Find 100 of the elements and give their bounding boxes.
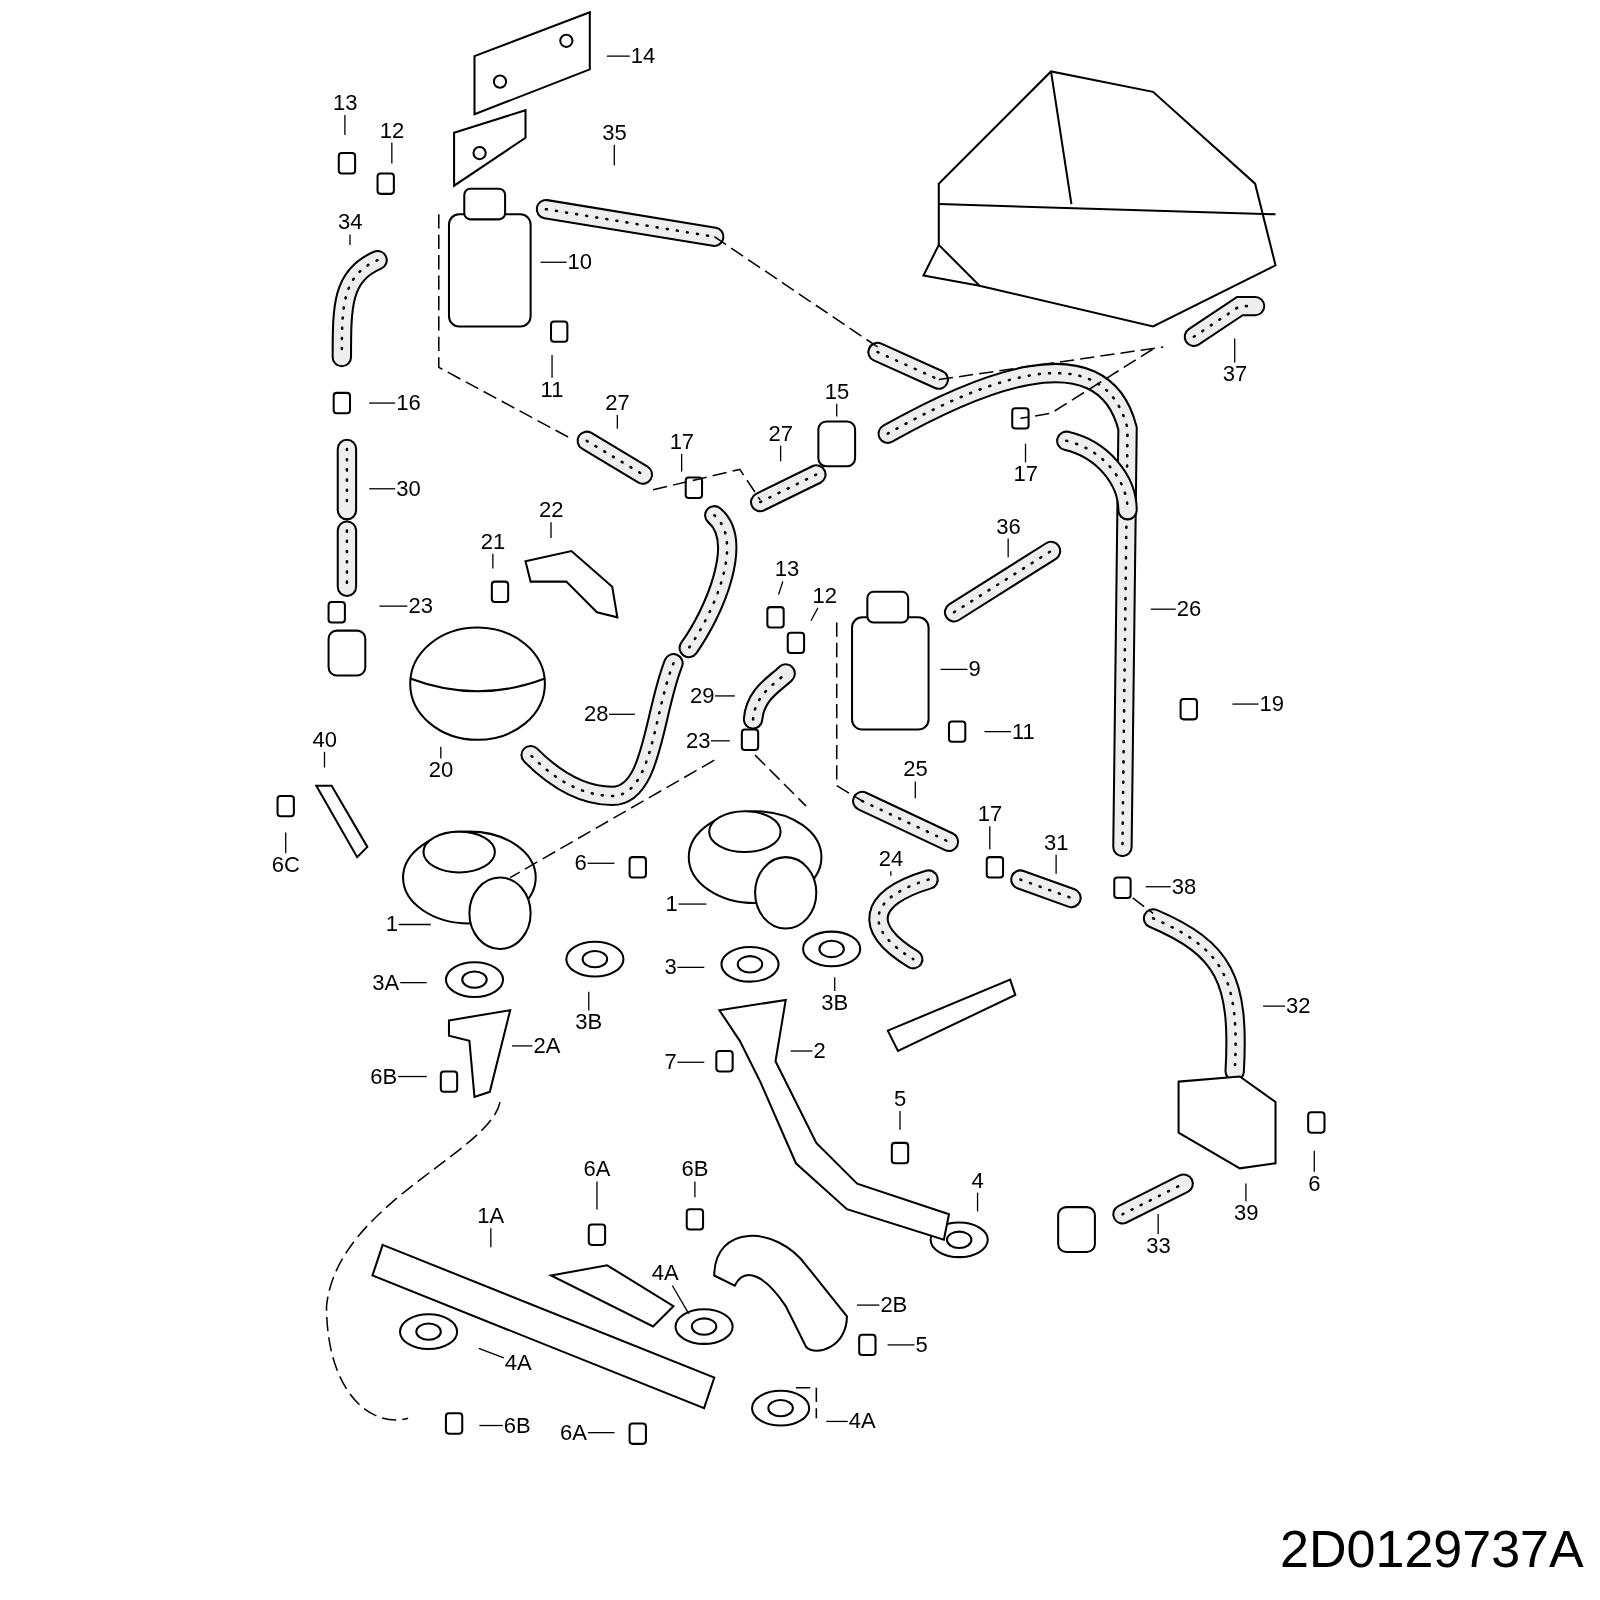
- callout-number: 28: [582, 702, 610, 727]
- leader-line: [939, 668, 969, 671]
- callout-number: 3B: [820, 991, 850, 1016]
- leader-line: [681, 453, 683, 473]
- leader-line: [983, 731, 1012, 733]
- leader-line: [391, 141, 393, 165]
- callout-number: 12: [811, 583, 838, 608]
- leader-line: [378, 605, 409, 607]
- callout-number: 4: [970, 1168, 985, 1193]
- callout-number: 3A: [371, 970, 401, 995]
- leader-line: [613, 144, 615, 167]
- callout-number: 17: [1012, 462, 1039, 487]
- leader-line: [677, 903, 707, 905]
- callout-number: 38: [1170, 874, 1198, 899]
- leader-line: [836, 403, 838, 418]
- callout-number: 32: [1284, 994, 1312, 1019]
- leader-line: [856, 1304, 881, 1306]
- leader-line: [397, 1075, 428, 1078]
- leader-line: [1262, 1005, 1286, 1007]
- leader-line: [368, 402, 396, 404]
- leader-line: [587, 1432, 616, 1434]
- leader-line: [285, 831, 287, 854]
- callout-number: 4A: [847, 1409, 877, 1434]
- callout-number: 31: [1043, 830, 1070, 855]
- leader-line: [676, 966, 705, 968]
- leader-line: [694, 1180, 696, 1198]
- leader-line: [825, 1420, 849, 1423]
- leader-line: [1234, 337, 1236, 364]
- callout-number: 4A: [650, 1261, 680, 1286]
- leader-line: [1024, 443, 1027, 464]
- callout-number: 6B: [369, 1064, 399, 1089]
- callout-number: 9: [967, 657, 982, 682]
- leader-line: [539, 261, 568, 263]
- callout-number: 1: [384, 912, 400, 937]
- leader-line: [1007, 537, 1009, 558]
- callout-number: 2B: [879, 1293, 909, 1318]
- leader-line: [777, 580, 784, 596]
- leader-line: [606, 55, 631, 57]
- callout-number: 30: [395, 476, 422, 501]
- callout-number: 15: [823, 379, 851, 404]
- callout-number: 10: [566, 250, 594, 275]
- callout-number: 5: [914, 1332, 929, 1357]
- callout-number: 6C: [270, 853, 301, 878]
- leader-line: [1145, 886, 1172, 888]
- callout-number: 16: [395, 391, 422, 416]
- leader-line: [886, 1344, 916, 1346]
- leader-line: [976, 1191, 979, 1213]
- callout-number: 34: [337, 210, 364, 235]
- callout-number: 27: [767, 421, 795, 446]
- leader-line: [349, 233, 351, 246]
- leader-line: [810, 607, 819, 622]
- callout-number: 23: [684, 728, 712, 753]
- callout-number: 39: [1232, 1201, 1260, 1226]
- leader-line: [1150, 608, 1177, 610]
- leader-line: [899, 1110, 901, 1131]
- callout-number: 13: [331, 91, 359, 116]
- callout-number: 22: [538, 498, 565, 523]
- leader-line: [714, 695, 736, 697]
- leader-line: [671, 1284, 690, 1315]
- callout-number: 3: [663, 955, 678, 980]
- leader-line: [368, 488, 396, 490]
- leader-line: [398, 923, 432, 926]
- leader-line: [550, 521, 552, 539]
- leader-line: [1313, 1150, 1315, 1173]
- leader-line: [596, 1180, 598, 1211]
- callout-number: 6: [1307, 1171, 1322, 1196]
- leader-line: [478, 1347, 505, 1359]
- callout-number: 24: [877, 847, 905, 872]
- leader-line: [789, 1050, 814, 1052]
- callout-number: 6A: [582, 1157, 612, 1182]
- callout-number: 23: [407, 594, 434, 619]
- callout-number: 11: [1010, 719, 1036, 744]
- leader-line: [344, 114, 346, 136]
- callout-number: 6: [573, 851, 588, 876]
- callout-number: 4A: [503, 1351, 533, 1376]
- callout-number: 6B: [502, 1413, 532, 1438]
- callout-number: 29: [689, 683, 716, 708]
- callout-number: 25: [902, 757, 929, 782]
- leader-line: [511, 1045, 534, 1047]
- callout-number: 3B: [574, 1010, 604, 1035]
- leader-line: [914, 780, 916, 799]
- callout-number: 6A: [558, 1420, 588, 1445]
- leader-line: [490, 1227, 492, 1248]
- callout-number: 11: [539, 377, 565, 402]
- callout-number: 21: [479, 529, 507, 554]
- leader-line: [616, 414, 618, 430]
- leader-line: [588, 991, 590, 1012]
- leader-line: [1231, 703, 1260, 705]
- leader-line: [1157, 1213, 1159, 1235]
- callout-number: 13: [773, 557, 801, 582]
- callout-number: 2: [812, 1039, 827, 1063]
- callout-number: 2A: [532, 1033, 562, 1058]
- leader-line: [323, 751, 326, 769]
- callout-number: 27: [604, 391, 631, 416]
- leader-line: [440, 746, 442, 760]
- leader-line: [1055, 854, 1057, 875]
- leader-line: [710, 740, 731, 742]
- leader-line: [779, 445, 782, 463]
- leader-line: [608, 713, 636, 715]
- callout-number: 37: [1221, 362, 1249, 387]
